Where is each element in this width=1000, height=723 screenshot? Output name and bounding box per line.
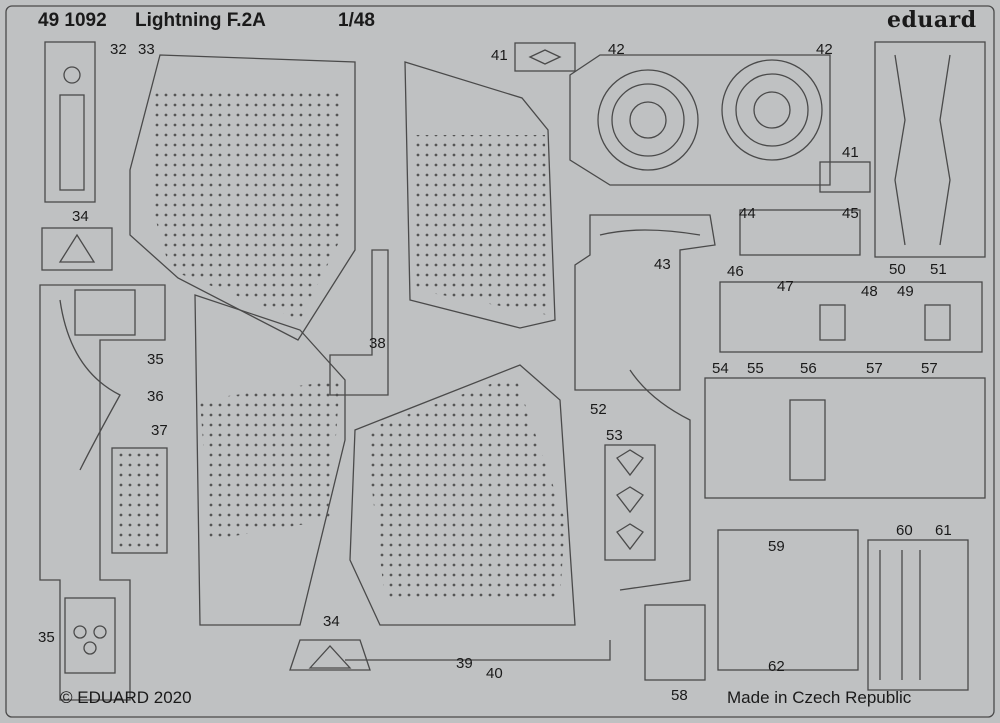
part-59-62-frame [717, 529, 859, 671]
copyright: © EDUARD 2020 [60, 688, 192, 707]
part-number: 49 [897, 283, 914, 300]
part-number: 57 [921, 360, 938, 377]
part-number: 36 [147, 388, 164, 405]
part-number: 60 [896, 522, 913, 539]
part-number: 54 [712, 360, 729, 377]
part-number: 61 [935, 522, 952, 539]
seat-panel-lower-left [194, 294, 346, 626]
set-number: 49 1092 [38, 10, 107, 31]
part-32-33 [44, 41, 96, 203]
part-number: 40 [486, 665, 503, 682]
kit-title: Lightning F.2A [135, 10, 266, 31]
part-43 [574, 214, 716, 391]
part-60-61-frame [867, 539, 969, 691]
part-34-center [289, 639, 371, 671]
kit-scale: 1/48 [338, 10, 375, 31]
part-number: 58 [671, 687, 688, 704]
part-number: 56 [800, 360, 817, 377]
part-42-left-ring [597, 69, 699, 171]
part-41-right [819, 161, 871, 193]
part-number: 48 [861, 283, 878, 300]
part-54-57-frame [704, 377, 986, 499]
part-number: 35 [147, 351, 164, 368]
fret-frame [5, 5, 995, 718]
part-39-40 [345, 640, 611, 661]
part-number: 55 [747, 360, 764, 377]
part-number: 46 [727, 263, 744, 280]
part-number: 34 [323, 613, 340, 630]
part-number: 33 [138, 41, 155, 58]
part-number: 53 [606, 427, 623, 444]
part-52-tube [619, 369, 691, 591]
part-37 [111, 447, 168, 554]
part-58 [644, 604, 706, 681]
part-53 [604, 444, 656, 561]
part-number: 34 [72, 208, 89, 225]
part-number: 39 [456, 655, 473, 672]
part-number: 62 [768, 658, 785, 675]
part-35-bottom [64, 597, 116, 674]
part-35-36-frame [39, 284, 166, 701]
part-number: 44 [739, 205, 756, 222]
part-46-49-frame [719, 281, 983, 353]
part-number: 42 [608, 41, 625, 58]
part-number: 38 [369, 335, 386, 352]
part-44-45 [739, 209, 861, 256]
part-number: 42 [816, 41, 833, 58]
part-number: 41 [842, 144, 859, 161]
part-number: 37 [151, 422, 168, 439]
part-number: 43 [654, 256, 671, 273]
seat-panel-upper-right [404, 61, 556, 329]
part-34-left [41, 227, 113, 271]
part-number: 47 [777, 278, 794, 295]
seat-panel-lower-right [349, 364, 576, 626]
part-number: 35 [38, 629, 55, 646]
part-number: 50 [889, 261, 906, 278]
part-number: 41 [491, 47, 508, 64]
part-42-right-ring [721, 59, 823, 161]
part-number: 52 [590, 401, 607, 418]
part-41-top [514, 42, 576, 72]
part-42-panel [569, 54, 831, 186]
part-50-51-frame [874, 41, 986, 258]
part-38 [329, 249, 389, 396]
brand-logo: eduard [887, 7, 977, 33]
part-number: 32 [110, 41, 127, 58]
part-number: 51 [930, 261, 947, 278]
part-number: 57 [866, 360, 883, 377]
part-number: 59 [768, 538, 785, 555]
origin-text: Made in Czech Republic [727, 688, 912, 707]
part-35-top [74, 289, 136, 336]
part-number: 45 [842, 205, 859, 222]
part-32-33-dial [63, 66, 81, 84]
